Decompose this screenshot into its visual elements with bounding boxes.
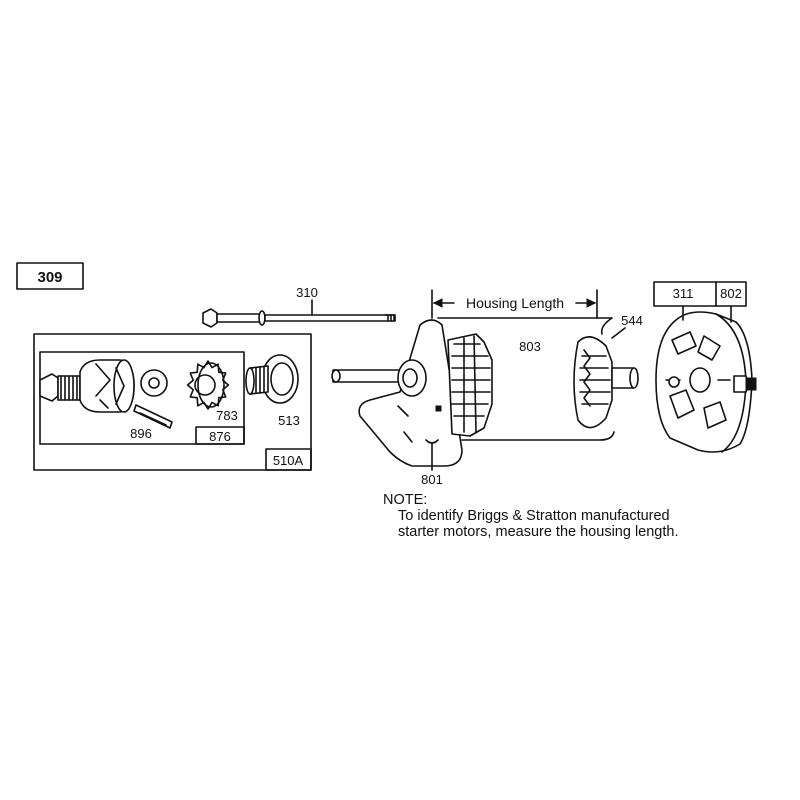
- figure-number-box: 309: [16, 262, 84, 290]
- brush-end-cap-box: 311 802: [653, 281, 747, 307]
- armature: [447, 333, 493, 437]
- thrust-washer: [140, 369, 168, 397]
- drive-end-cap: 801: [331, 319, 463, 487]
- label-876: 876: [209, 429, 231, 444]
- label-802: 802: [720, 286, 742, 301]
- anti-drift-spring: 513: [245, 354, 300, 428]
- label-896: 896: [130, 426, 152, 441]
- housing-length-dimension: Housing Length: [431, 289, 598, 319]
- figure-number: 309: [37, 269, 62, 286]
- label-311: 311: [673, 286, 694, 301]
- motor-housing: 803: [437, 317, 615, 441]
- note-heading: NOTE:: [383, 492, 428, 508]
- through-bolt: 310: [202, 285, 396, 328]
- note-block: NOTE: To identify Briggs & Stratton manu…: [383, 492, 743, 540]
- note-line-1: To identify Briggs & Stratton manufactur…: [398, 508, 670, 524]
- label-801: 801: [421, 472, 443, 487]
- commutator: 544: [573, 313, 643, 429]
- drive-clutch-housing: [39, 359, 135, 413]
- drive-assembly-box: 510A: [33, 333, 312, 471]
- label-544: 544: [621, 313, 643, 328]
- label-783: 783: [216, 408, 238, 423]
- label-513: 513: [278, 413, 300, 428]
- pin: 896: [130, 404, 173, 441]
- label-310: 310: [296, 285, 318, 300]
- housing-length-label: Housing Length: [466, 295, 564, 311]
- label-510a: 510A: [273, 453, 304, 468]
- note-line-2: starter motors, measure the housing leng…: [398, 524, 679, 540]
- drive-inner-box: 876: [39, 351, 245, 445]
- pinion-gear: 783: [186, 360, 238, 423]
- label-803: 803: [519, 339, 541, 354]
- brush-end-cap: [655, 305, 757, 453]
